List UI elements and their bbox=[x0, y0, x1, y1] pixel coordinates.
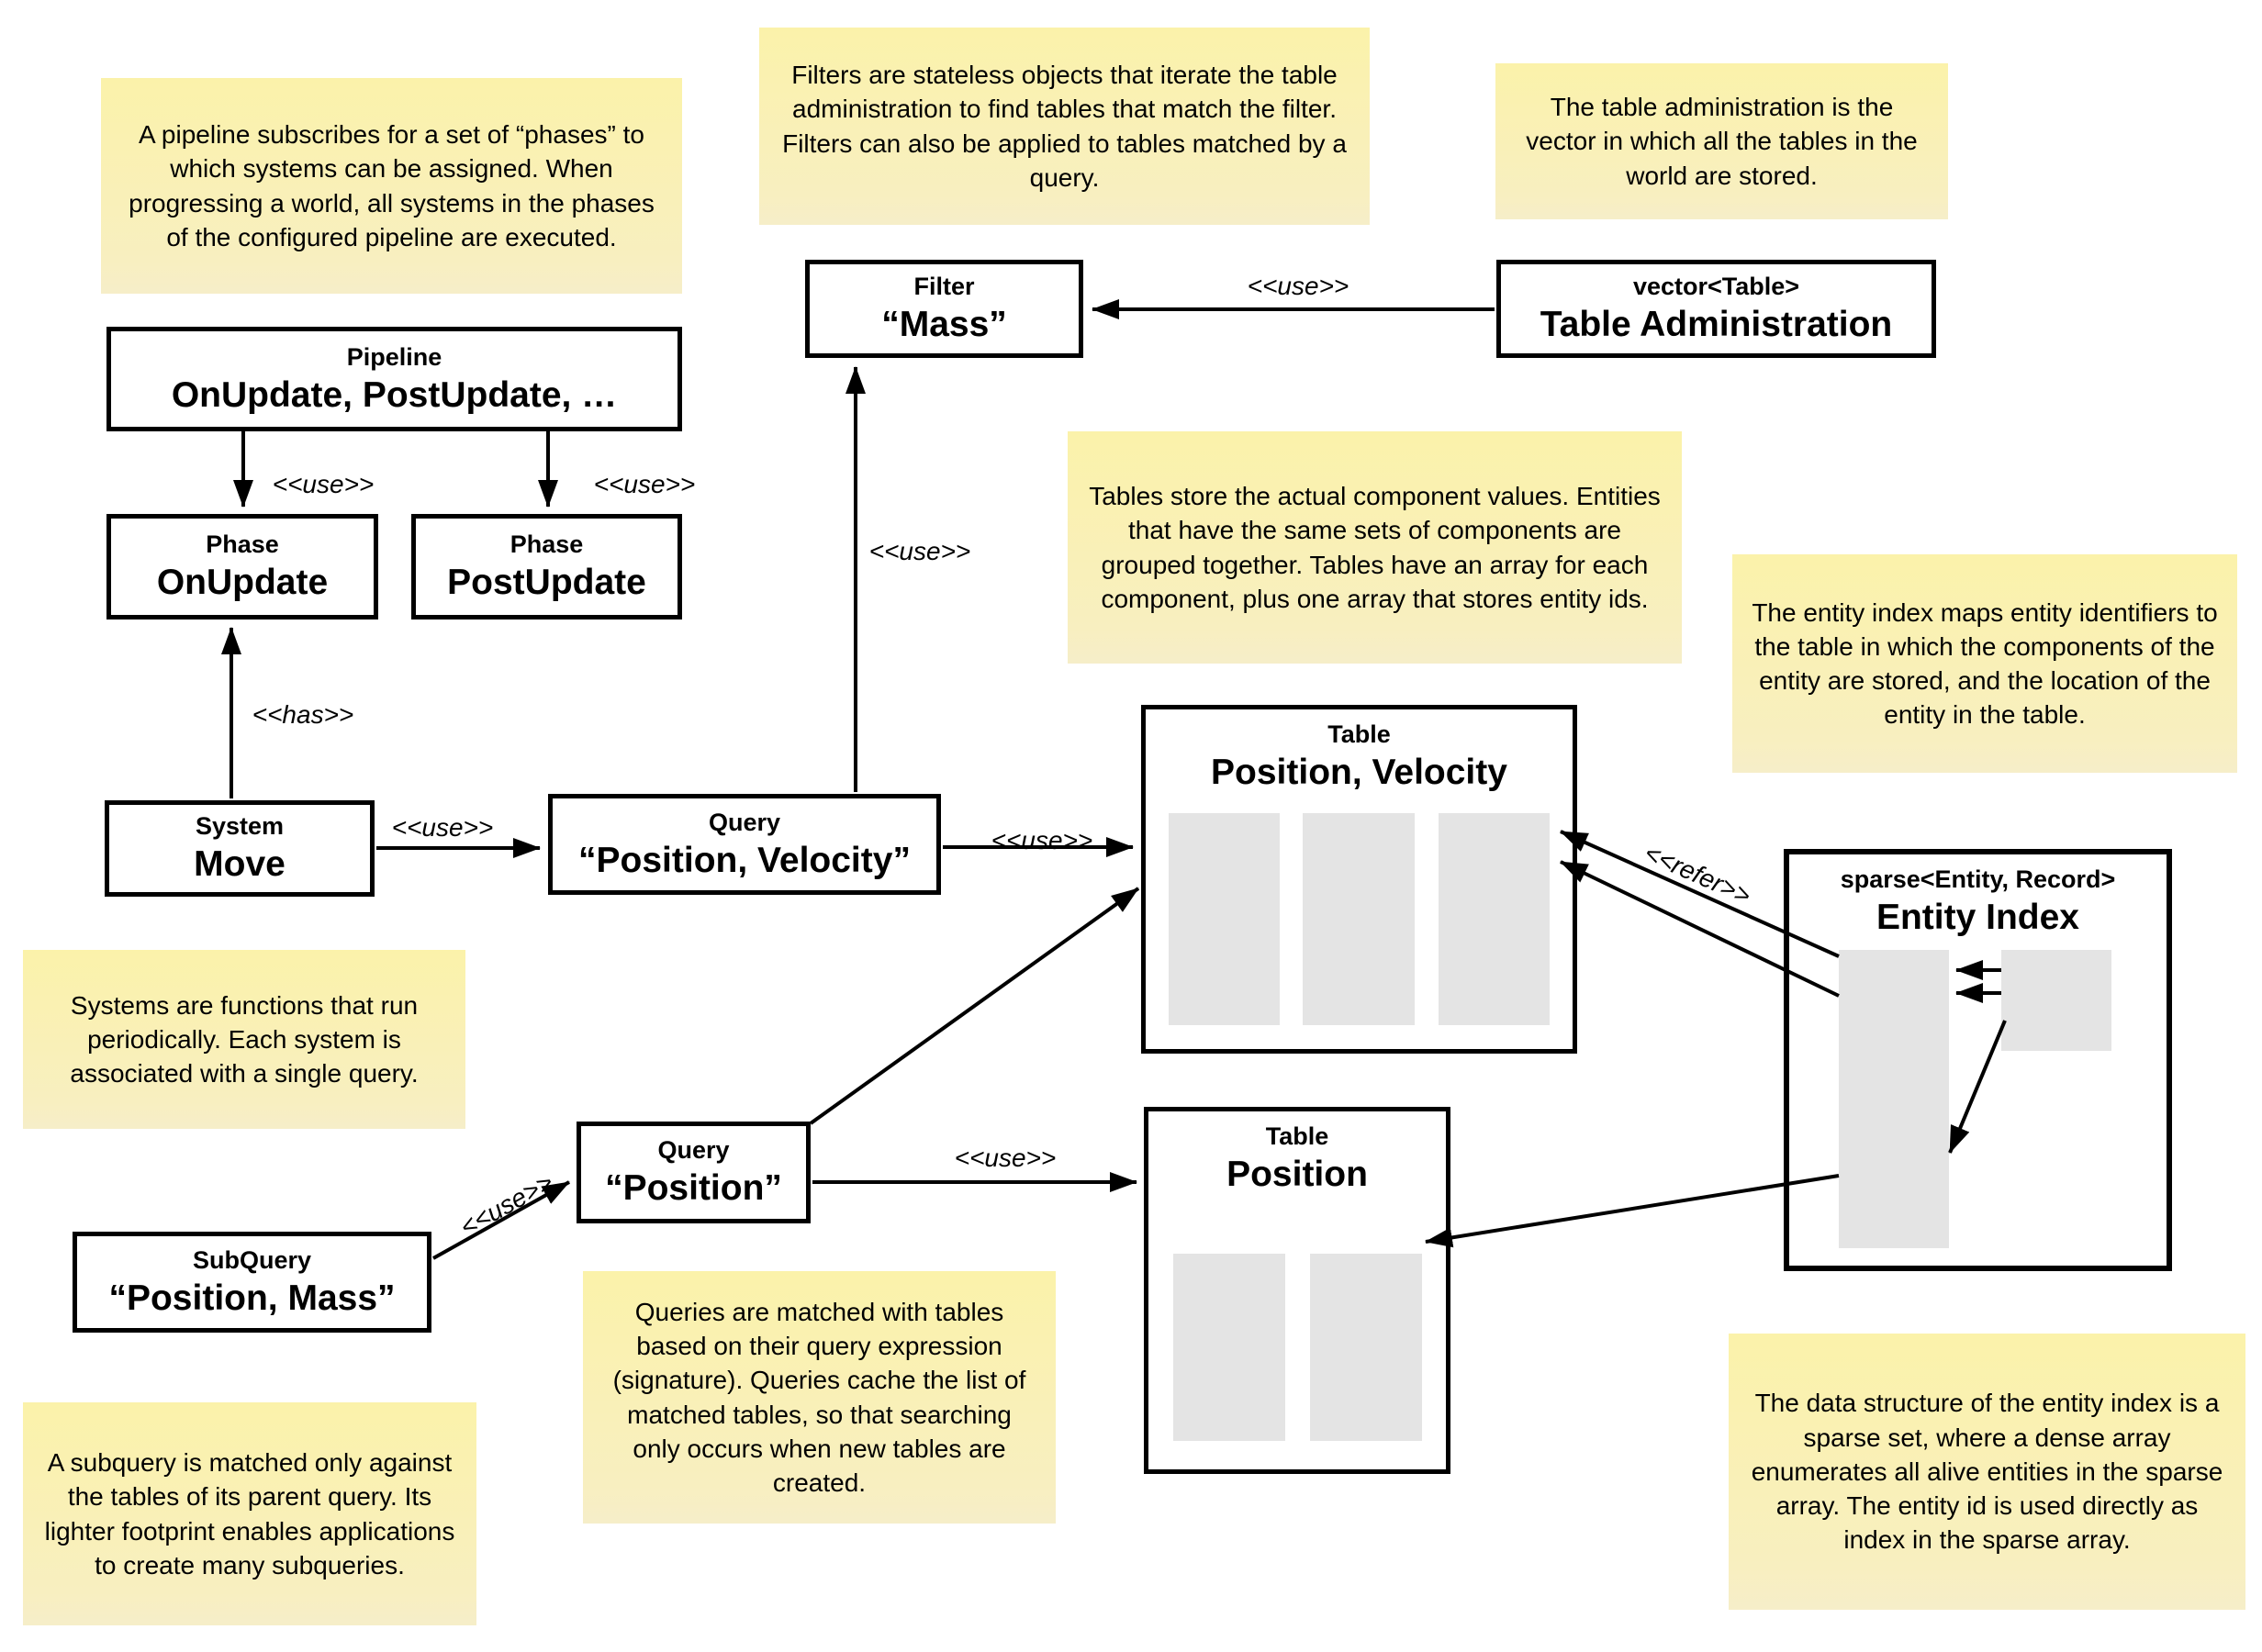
note-queries: Queries are matched with tables based on… bbox=[583, 1271, 1056, 1524]
box-table-position-velocity-title: Table bbox=[1327, 720, 1391, 748]
box-filter-mass-title: Filter bbox=[913, 273, 975, 300]
label-has-system-phase: <<has>> bbox=[252, 700, 354, 729]
label-refer-entity-index-table: <<refer>> bbox=[1640, 838, 1755, 910]
table-position-column-2 bbox=[1310, 1254, 1422, 1441]
entity-index-dense-array bbox=[2001, 950, 2111, 1051]
box-table-administration-value: Table Administration bbox=[1540, 305, 1893, 344]
table-position-velocity-column-3 bbox=[1439, 813, 1550, 1025]
label-use-query-filter: <<use>> bbox=[868, 537, 971, 565]
note-pipeline: A pipeline subscribes for a set of “phas… bbox=[101, 78, 682, 294]
box-pipeline-value: OnUpdate, PostUpdate, … bbox=[171, 374, 618, 415]
box-subquery-position-mass-value: “Position, Mass” bbox=[108, 1278, 396, 1318]
box-filter-mass: Filter “Mass” bbox=[805, 260, 1083, 358]
label-use-query-pv-table: <<use>> bbox=[991, 826, 1093, 854]
box-phase-onupdate-value: OnUpdate bbox=[156, 563, 329, 602]
edge-entity-index-to-table-position bbox=[1425, 1174, 1840, 1248]
note-entity-index: The entity index maps entity identifiers… bbox=[1732, 554, 2237, 773]
box-table-position-velocity-value: Position, Velocity bbox=[1211, 753, 1507, 792]
box-query-position-value: “Position” bbox=[605, 1168, 782, 1208]
box-subquery-position-mass: SubQuery “Position, Mass” bbox=[73, 1232, 431, 1333]
box-query-position-velocity-title: Query bbox=[708, 808, 781, 836]
note-systems: Systems are functions that run periodica… bbox=[23, 950, 465, 1129]
box-system-move-value: Move bbox=[194, 844, 286, 884]
label-use-query-position-table: <<use>> bbox=[954, 1144, 1057, 1172]
note-subquery: A subquery is matched only against the t… bbox=[23, 1402, 476, 1625]
box-system-move-title: System bbox=[195, 812, 285, 840]
entity-index-sparse-array bbox=[1839, 950, 1949, 1248]
label-use-table-administration-filter: <<use>> bbox=[1247, 272, 1349, 300]
label-use-pipeline-phase-postupdate: <<use>> bbox=[593, 470, 696, 498]
box-query-position-title: Query bbox=[657, 1136, 730, 1164]
box-query-position-velocity: Query “Position, Velocity” bbox=[548, 794, 941, 895]
box-phase-onupdate-title: Phase bbox=[206, 530, 279, 558]
box-phase-postupdate-value: PostUpdate bbox=[447, 563, 646, 602]
box-phase-postupdate: Phase PostUpdate bbox=[411, 514, 682, 620]
box-filter-mass-value: “Mass” bbox=[881, 305, 1007, 344]
note-filters: Filters are stateless objects that itera… bbox=[759, 28, 1370, 225]
note-sparse-set: The data structure of the entity index i… bbox=[1729, 1334, 2245, 1610]
box-table-administration-title: vector<Table> bbox=[1632, 273, 1800, 300]
table-position-velocity-column-1 bbox=[1169, 813, 1280, 1025]
box-pipeline-title: Pipeline bbox=[346, 342, 442, 371]
edge-query-position-to-table-pv bbox=[809, 887, 1140, 1125]
note-tables: Tables store the actual component values… bbox=[1068, 431, 1682, 664]
label-use-system-query: <<use>> bbox=[391, 813, 494, 842]
box-entity-index-title: sparse<Entity, Record> bbox=[1840, 865, 2116, 893]
box-entity-index-value: Entity Index bbox=[1876, 898, 2080, 937]
label-use-subquery-query: <<use>> bbox=[454, 1167, 558, 1242]
box-phase-onupdate: Phase OnUpdate bbox=[106, 514, 378, 620]
label-use-pipeline-phase-onupdate: <<use>> bbox=[272, 470, 375, 498]
box-pipeline: Pipeline OnUpdate, PostUpdate, … bbox=[106, 327, 682, 431]
box-query-position-velocity-value: “Position, Velocity” bbox=[578, 840, 911, 880]
box-table-position-value: Position bbox=[1226, 1155, 1368, 1194]
table-position-velocity-column-2 bbox=[1303, 813, 1415, 1025]
box-query-position: Query “Position” bbox=[577, 1122, 811, 1223]
box-table-administration: vector<Table> Table Administration bbox=[1496, 260, 1936, 358]
box-table-position-title: Table bbox=[1265, 1122, 1329, 1150]
box-system-move: System Move bbox=[105, 800, 375, 897]
table-position-column-1 bbox=[1173, 1254, 1285, 1441]
note-table-administration: The table administration is the vector i… bbox=[1495, 63, 1948, 219]
box-phase-postupdate-title: Phase bbox=[510, 530, 584, 558]
box-subquery-position-mass-title: SubQuery bbox=[192, 1245, 312, 1274]
